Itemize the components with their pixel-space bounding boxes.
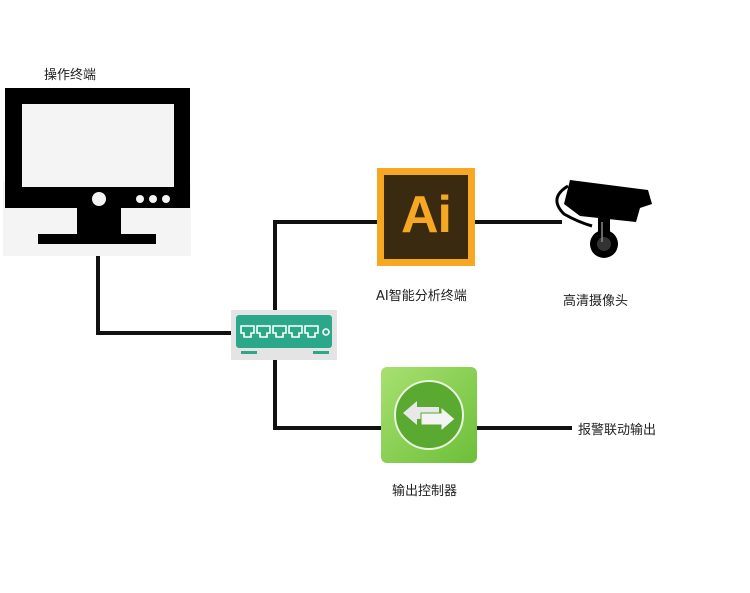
camera-label: 高清摄像头 (563, 294, 629, 309)
terminal-label: 操作终端 (44, 68, 97, 83)
ai-terminal-node[interactable]: Ai (377, 168, 475, 266)
line-switch-controller (273, 356, 384, 430)
monitor-icon (3, 88, 191, 256)
line-switch-ai (273, 220, 380, 315)
controller-label: 输出控制器 (392, 484, 458, 499)
camera-icon (555, 180, 652, 258)
ai-terminal-label: AI智能分析终端 (376, 289, 467, 304)
ai-logo-icon: Ai (384, 175, 468, 259)
controller-node[interactable] (381, 367, 477, 463)
ai-logo-text: Ai (401, 186, 452, 244)
line-terminal-switch (96, 243, 234, 335)
network-switch-icon[interactable] (231, 310, 337, 360)
alarm-output-label: 报警联动输出 (578, 423, 657, 438)
exchange-arrows-icon (394, 380, 464, 450)
